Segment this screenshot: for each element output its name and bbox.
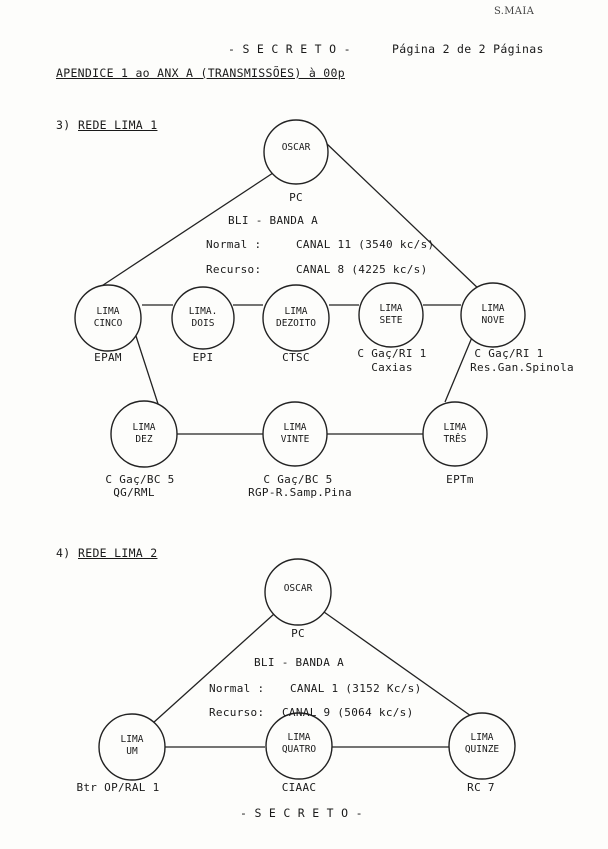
link2-oscar-quinze (323, 611, 472, 717)
lima-quatro-caption: CIAAC (281, 781, 317, 794)
oscar-1-label: OSCAR (281, 142, 311, 153)
node-lima-nove (460, 282, 526, 348)
oscar-1-caption: PC (289, 191, 303, 204)
node-lima-quatro (265, 712, 333, 780)
net2-recurso-label: Recurso: (209, 706, 265, 719)
net2-normal-label: Normal : (209, 682, 265, 695)
lima-cinco-caption: EPAM (94, 351, 122, 364)
handwritten-annotation: S.MAIA (494, 6, 535, 17)
net1-recurso-label: Recurso: (206, 263, 262, 276)
link-nove-tres (444, 334, 474, 403)
net2-recurso-value: CANAL 9 (5064 kc/s) (282, 706, 414, 719)
node-lima-um (98, 713, 166, 781)
link-oscar-cinco (87, 170, 277, 296)
node-lima-dezoito (262, 284, 330, 352)
page-number: Página 2 de 2 Páginas (392, 42, 544, 56)
net1-normal-label: Normal : (206, 238, 262, 251)
lima-dois-label: LIMA.DOIS (188, 306, 218, 329)
node-lima-vinte (262, 401, 328, 467)
lima-vinte-caption-2: RGP-R.Samp.Pina (248, 486, 352, 499)
link-oscar-nove (325, 142, 483, 293)
node-oscar-2 (264, 558, 332, 626)
lima-um-caption: Btr OP/RAL 1 (76, 781, 160, 794)
lima-sete-caption-1: C Gaç/RI 1 (357, 347, 427, 360)
oscar-2-label: OSCAR (283, 583, 313, 594)
node-lima-sete (358, 282, 424, 348)
net1-band: BLI - BANDA A (228, 214, 318, 227)
appendix-title: APENDICE 1 ao ANX A (TRANSMISSÕES) à 00p (56, 66, 345, 80)
lima-dezoito-caption: CTSC (282, 351, 310, 364)
node-oscar-1 (263, 119, 329, 185)
net2-normal-value: CANAL 1 (3152 Kc/s) (290, 682, 422, 695)
link-cinco-dez (134, 332, 161, 411)
lima-sete-caption-2: Caxias (371, 361, 413, 374)
lima-vinte-caption-1: C Gaç/BC 5 (263, 473, 333, 486)
section3-number: 3) (56, 118, 71, 132)
node-lima-tres (422, 401, 488, 467)
lima-nove-caption-2: Res.Gan.Spinola (470, 361, 574, 374)
net1-normal-value: CANAL 11 (3540 kc/s) (296, 238, 435, 251)
node-lima-quinze (448, 712, 516, 780)
section3-heading: REDE LIMA 1 (78, 118, 158, 132)
lima-dez-caption-2: QG/RML (113, 486, 155, 499)
lima-tres-caption: EPTm (446, 473, 474, 486)
net2-band: BLI - BANDA A (254, 656, 344, 669)
lima-dez-caption-1: C Gaç/BC 5 (105, 473, 175, 486)
classification-footer: - S E C R E T O - (240, 806, 363, 820)
net1-recurso-value: CANAL 8 (4225 kc/s) (296, 263, 428, 276)
lima-dois-caption: EPI (192, 351, 214, 364)
section4-heading: REDE LIMA 2 (78, 546, 158, 560)
link2-oscar-um (152, 613, 275, 724)
lima-nove-caption-1: C Gaç/RI 1 (474, 347, 544, 360)
oscar-2-caption: PC (291, 627, 305, 640)
node-lima-dois (171, 286, 235, 350)
lima-quinze-caption: RC 7 (467, 781, 495, 794)
classification-header: - S E C R E T O - (228, 42, 351, 56)
section4-number: 4) (56, 546, 71, 560)
node-lima-dez (110, 400, 178, 468)
node-lima-cinco (74, 284, 142, 352)
